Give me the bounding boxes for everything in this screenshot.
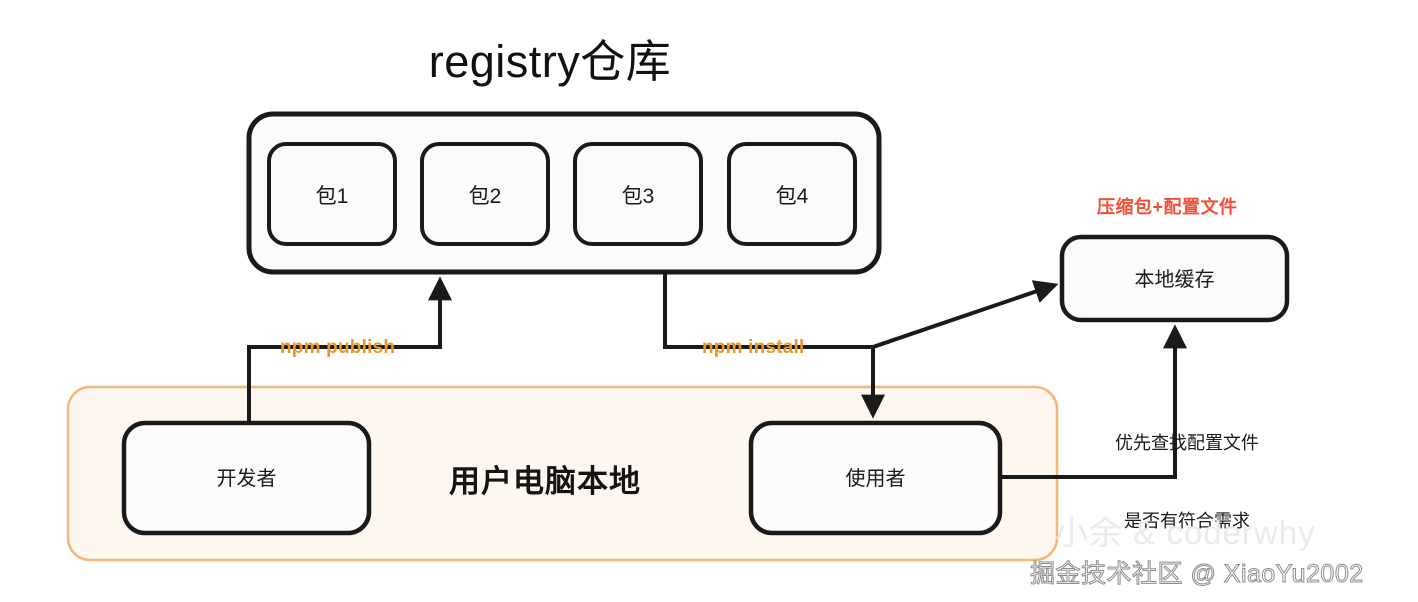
developer-label: 开发者	[216, 468, 277, 490]
edge-label-npm-install: npm install	[702, 337, 805, 358]
edge-npm-publish	[247, 276, 452, 423]
cache-content-note: 压缩包+配置文件	[1097, 197, 1238, 217]
package-label-2: 包2	[468, 185, 502, 208]
edge-npm-install	[663, 272, 885, 419]
edge-install-to-cache	[872, 280, 1059, 349]
package-box-2	[420, 142, 550, 246]
package-box-1	[267, 142, 397, 246]
page-title: registry仓库	[428, 36, 672, 87]
consumer-label: 使用者	[845, 468, 906, 490]
registry-container	[246, 111, 882, 275]
package-box-3	[573, 142, 703, 246]
watermark-credit: 掘金技术社区 @ XiaoYu2002	[1030, 560, 1364, 589]
developer-box	[121, 420, 372, 536]
package-label-1: 包1	[315, 185, 349, 208]
local-cache-label: 本地缓存	[1134, 269, 1215, 291]
cache-lookup-note: 优先查找配置文件 是否有符合需求	[1092, 378, 1282, 587]
edge-label-npm-publish: npm publish	[280, 337, 396, 358]
edge-consumer-to-cache	[1000, 324, 1187, 479]
watermark-brand: 小余 & coderwhy	[1055, 514, 1316, 551]
package-label-3: 包3	[621, 185, 655, 208]
package-label-4: 包4	[775, 185, 809, 208]
cache-lookup-note-line-2: 是否有符合需求	[1124, 511, 1250, 532]
package-box-4	[727, 142, 857, 246]
local-cache-box	[1059, 234, 1290, 323]
cache-lookup-note-line-1: 优先查找配置文件	[1115, 433, 1259, 454]
local-machine-panel-title: 用户电脑本地	[449, 464, 641, 499]
